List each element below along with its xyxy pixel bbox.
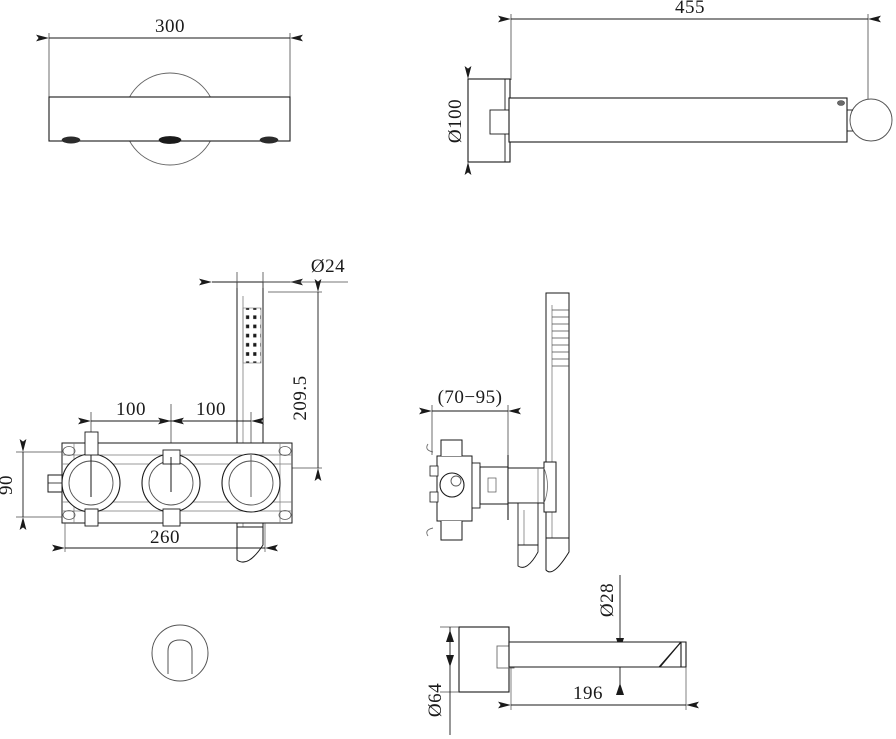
dimension-196 [498, 667, 699, 710]
handshower-hose-drop [517, 502, 539, 568]
extension-lines [510, 14, 869, 110]
dimension-260 [52, 523, 278, 552]
dimension-label-455: 455 [675, 0, 705, 18]
arm-grub-screw [837, 100, 845, 106]
handshower-lower-flare [236, 526, 264, 563]
dimension-label-d24: Ø24 [311, 256, 345, 277]
view-valve-cartridge-side-section: (70−95) [419, 292, 570, 573]
handshower-side-view [545, 292, 570, 573]
dimension-label-100-a: 100 [116, 399, 146, 420]
rosette-lever-handle[interactable] [167, 639, 193, 674]
spout-arm [508, 641, 682, 668]
shower-arm-tube [508, 97, 848, 143]
dimension-label-196: 196 [573, 683, 603, 704]
dimension-d24 [199, 272, 348, 288]
dimension-label-70-95: (70−95) [438, 387, 503, 408]
dimension-label-90: 90 [0, 475, 17, 495]
escutcheon-cover [507, 461, 557, 513]
handshower-side-ribs [552, 309, 569, 367]
d28-arrow-up [616, 683, 624, 695]
dimension-label-d100: Ø100 [445, 99, 466, 143]
view-three-handle-valve-body-front: Ø24 209.5 100 100 [0, 256, 348, 563]
handshower-spray-face [242, 307, 262, 364]
spout-tip-chamfer [658, 641, 682, 668]
valve-cartridge-body [426, 439, 473, 541]
dimension-d64 [440, 626, 459, 735]
arm-connection-nipple [489, 109, 510, 135]
shower-bar-body [48, 96, 291, 142]
dimension-90 [16, 439, 62, 530]
dimension-label-d64: Ø64 [425, 683, 446, 717]
dimension-label-260: 260 [150, 527, 180, 548]
view-handle-rosette-front[interactable] [151, 624, 209, 682]
shower-ball-outlet [849, 98, 893, 142]
handshower-side-flare [545, 537, 570, 573]
bar-outlet-marks [61, 136, 279, 144]
dimension-label-300: 300 [155, 16, 185, 37]
view-shower-arm-side-elevation: 455 Ø100 [445, 0, 893, 175]
valve-handle-2[interactable] [141, 449, 201, 527]
valve-handle-1[interactable] [61, 431, 121, 527]
valve-threaded-collar [471, 462, 509, 509]
dimension-label-d28: Ø28 [597, 583, 618, 617]
dimension-label-100-b: 100 [196, 399, 226, 420]
dimension-label-209-5: 209.5 [290, 375, 311, 420]
view-shower-head-bar-elevation: 300 [36, 16, 303, 166]
valve-handle-3[interactable] [221, 453, 281, 513]
view-bath-spout-side-elevation: Ø28 Ø64 196 [425, 575, 699, 735]
